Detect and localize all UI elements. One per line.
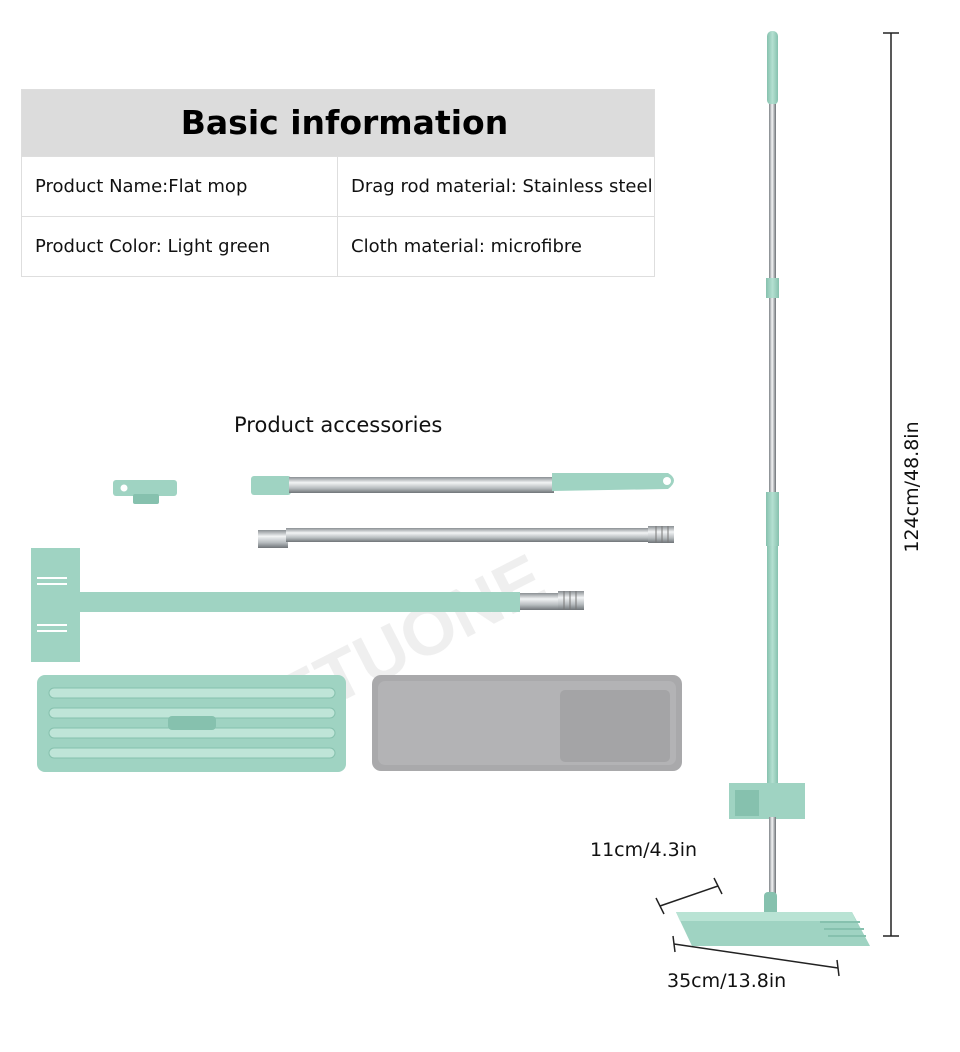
table-row: Product Color: Light green Cloth materia… <box>21 216 655 277</box>
accessories-title: Product accessories <box>234 413 443 437</box>
assembled-mop <box>676 31 870 946</box>
middle-rod <box>258 526 674 548</box>
basic-info-table: Basic information Product Name:Flat mop … <box>21 89 655 277</box>
bottom-rod-with-bracket <box>31 548 584 662</box>
handle-rod <box>251 473 674 495</box>
width-label: 35cm/13.8in <box>667 970 787 992</box>
cloth-material-cell: Cloth material: microfibre <box>337 216 655 277</box>
depth-label: 11cm/4.3in <box>590 839 698 861</box>
table-title: Basic information <box>21 89 655 157</box>
height-dimension-line <box>883 32 899 937</box>
width-dimension-line <box>672 935 840 977</box>
mop-plate <box>37 675 346 772</box>
height-label: 124cm/48.8in <box>901 421 923 553</box>
hanger-clip <box>113 480 177 504</box>
depth-dimension-line <box>655 877 723 915</box>
microfibre-cloth <box>372 675 682 771</box>
rod-material-cell: Drag rod material: Stainless steel <box>337 156 655 217</box>
